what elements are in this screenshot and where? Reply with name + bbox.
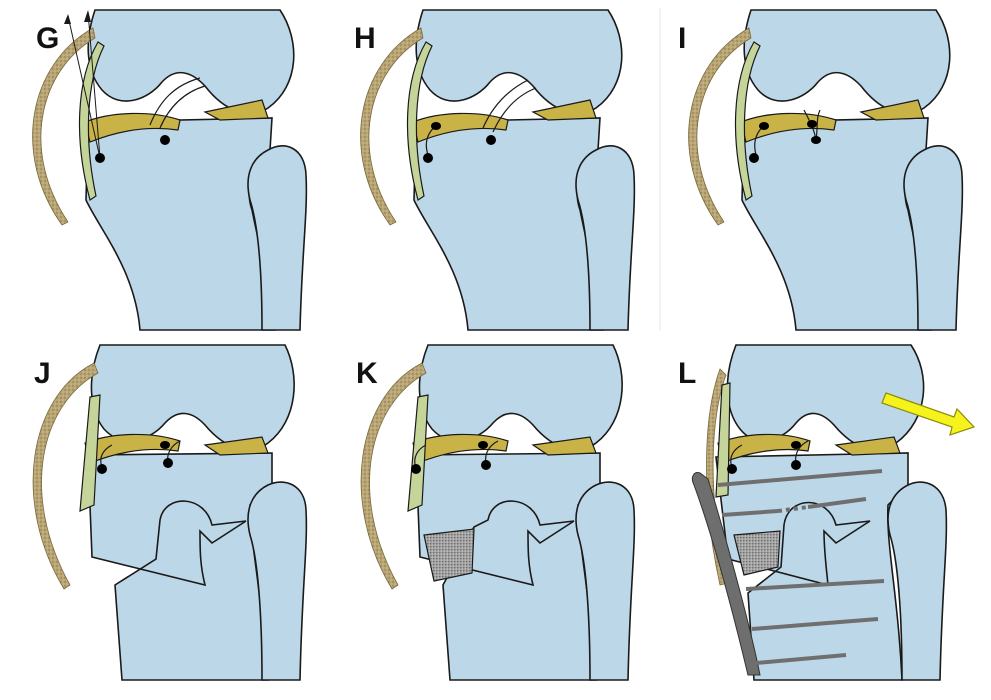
panel-i: I [678, 9, 964, 331]
black-dot-icon [160, 441, 170, 449]
black-dot-icon [163, 458, 173, 468]
screw [721, 509, 779, 517]
panel-label: K [356, 357, 378, 390]
panel-label: H [354, 22, 376, 55]
screw [807, 497, 867, 509]
black-dot-icon [95, 153, 105, 163]
panel-l: L [678, 344, 976, 681]
panel-h: H [354, 9, 636, 331]
black-dot-icon [97, 464, 107, 474]
black-dot-icon [727, 464, 737, 474]
black-dot-icon [791, 441, 801, 449]
bone-graft [733, 530, 781, 576]
black-dot-icon [431, 122, 441, 130]
black-dot-icon [486, 135, 496, 145]
panel-g: G [32, 9, 308, 331]
panel-label: I [678, 22, 686, 55]
panel-label: G [36, 22, 59, 55]
panel-label: L [678, 357, 696, 390]
black-dot-icon [481, 460, 491, 470]
panel-j: J [32, 344, 308, 681]
panel-label: J [34, 357, 51, 390]
black-dot-icon [423, 153, 433, 163]
black-dot-icon [791, 460, 801, 470]
screw [777, 505, 809, 513]
panel-k: K [356, 344, 636, 681]
screw [745, 579, 885, 591]
bone-graft [423, 528, 475, 582]
black-dot-icon [749, 153, 759, 163]
screw [755, 653, 847, 665]
black-dot-icon [759, 122, 769, 130]
black-dot-icon [478, 441, 488, 449]
black-dot-icon [160, 135, 170, 145]
screw [717, 469, 883, 487]
screw [751, 617, 879, 631]
black-dot-icon [807, 120, 817, 128]
yellow-arrow-icon [881, 392, 976, 436]
black-dot-icon [811, 136, 821, 144]
fixation-plate [691, 472, 761, 676]
black-dot-icon [411, 464, 421, 474]
